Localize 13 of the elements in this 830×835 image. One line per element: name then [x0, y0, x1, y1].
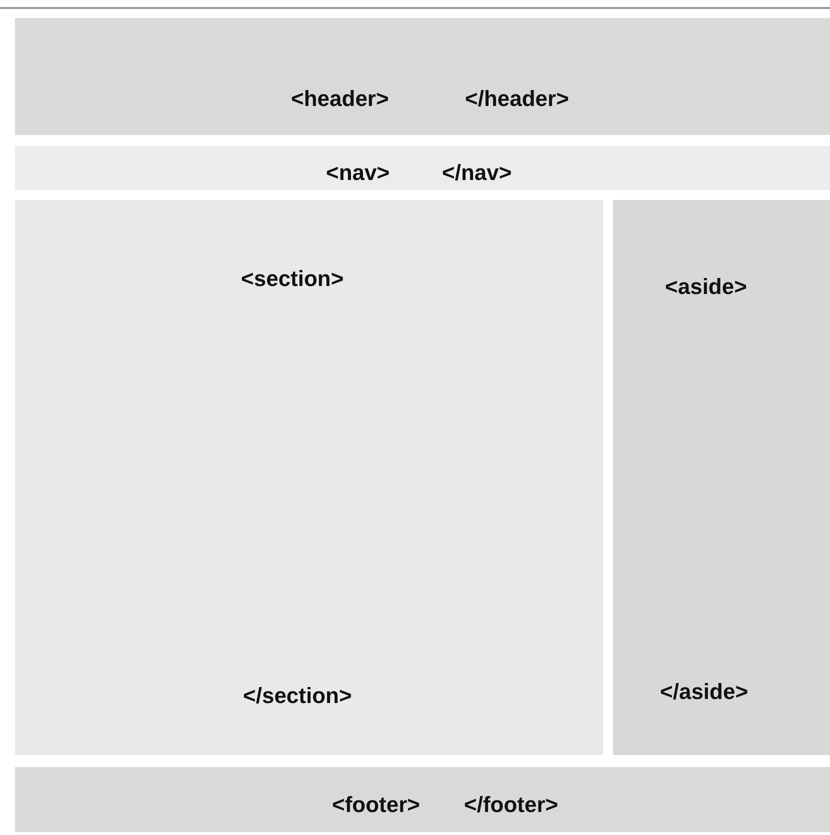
footer-block — [15, 767, 830, 832]
tag-label: <aside> — [665, 273, 747, 301]
tag-label: </aside> — [660, 678, 748, 706]
tag-label: <section> — [241, 265, 344, 293]
tag-label: <header> — [291, 85, 389, 113]
tag-label: </section> — [243, 682, 352, 710]
tag-label: <footer> — [332, 791, 420, 819]
tag-label: </nav> — [442, 159, 512, 187]
tag-label: <nav> — [326, 159, 390, 187]
header-block — [15, 18, 830, 135]
tag-label: </header> — [465, 85, 569, 113]
tag-label: </footer> — [464, 791, 558, 819]
aside-block — [613, 200, 830, 755]
